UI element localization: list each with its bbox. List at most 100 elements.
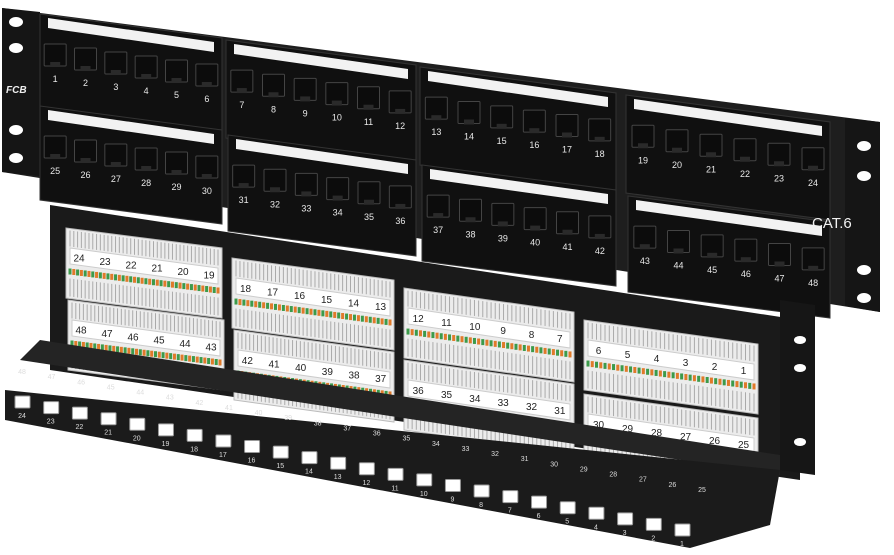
mount-hole: [9, 43, 23, 53]
port-number: 29: [171, 182, 181, 192]
rj45-port[interactable]: 34: [326, 177, 350, 218]
port-number: 26: [80, 170, 90, 180]
port-number: 20: [672, 160, 682, 170]
rj45-port[interactable]: 15: [490, 105, 514, 146]
punchdown-number: 44: [179, 339, 191, 350]
rj45-port[interactable]: 45: [700, 234, 724, 275]
port-number: 46: [741, 269, 751, 279]
rj45-port[interactable]: 43: [633, 225, 657, 266]
rj45-port[interactable]: 22: [733, 138, 757, 179]
rj45-port[interactable]: 17: [555, 114, 579, 155]
cable-slot: 13: [330, 456, 347, 481]
rj45-port[interactable]: 9: [293, 77, 317, 118]
slot-number: 32: [491, 451, 499, 458]
rj45-port[interactable]: 39: [491, 202, 515, 243]
rj45-port[interactable]: 6: [195, 63, 219, 104]
rj45-port[interactable]: 41: [556, 211, 579, 252]
punchdown-number: 43: [205, 342, 217, 353]
slot-number: 15: [276, 463, 284, 470]
mount-hole: [857, 265, 871, 275]
rj45-port[interactable]: 8: [262, 73, 285, 114]
rj45-port[interactable]: 18: [588, 118, 612, 159]
punchdown-number: 20: [177, 267, 189, 278]
rj45-port[interactable]: 37: [426, 194, 450, 235]
port-number: 3: [113, 82, 118, 92]
slot-number: 2: [651, 535, 655, 542]
punchdown-number: 5: [625, 350, 631, 361]
rj45-port[interactable]: 16: [522, 109, 546, 150]
punchdown-number: 26: [709, 436, 721, 447]
rj45-port[interactable]: 2: [74, 47, 97, 88]
punchdown-number: 17: [267, 288, 279, 299]
punchdown-number: 30: [593, 420, 605, 431]
rj45-port[interactable]: 40: [523, 207, 547, 248]
punchdown-number: 33: [498, 398, 510, 409]
rj45-port[interactable]: 1: [43, 43, 67, 84]
rj45-port[interactable]: 28: [134, 147, 158, 188]
rj45-port[interactable]: 35: [357, 181, 381, 222]
cable-slot: 16: [244, 440, 261, 465]
rj45-port[interactable]: 42: [588, 215, 612, 256]
punchdown-number: 13: [375, 302, 387, 313]
rj45-port[interactable]: 14: [457, 101, 481, 142]
slot-number: 6: [537, 513, 541, 520]
mount-hole: [794, 336, 806, 344]
rj45-port[interactable]: 29: [165, 151, 188, 192]
cable-slot: 21: [100, 412, 117, 437]
slot-number: 8: [479, 502, 483, 509]
slot-number: 19: [162, 441, 170, 448]
rj45-port[interactable]: 24: [801, 147, 825, 188]
rj45-port[interactable]: 48: [801, 247, 825, 288]
rj45-port[interactable]: 30: [195, 155, 219, 196]
rj45-port[interactable]: 13: [424, 96, 448, 137]
slot-number: 24: [18, 413, 26, 420]
punchdown-number: 11: [441, 318, 452, 329]
punchdown-number: 36: [413, 386, 425, 397]
slot-number: 35: [402, 436, 410, 443]
rj45-port[interactable]: 27: [104, 143, 128, 184]
rj45-port[interactable]: 33: [294, 172, 318, 213]
slot-number: 28: [609, 472, 617, 479]
port-number: 14: [464, 132, 474, 142]
rj45-port[interactable]: 12: [388, 90, 412, 131]
port-number: 16: [529, 140, 539, 150]
port-number: 34: [333, 208, 343, 218]
punchdown-number: 39: [322, 367, 334, 378]
rj45-port[interactable]: 4: [134, 55, 158, 96]
rj45-port[interactable]: 11: [357, 86, 380, 127]
rj45-port[interactable]: 44: [667, 230, 690, 271]
rj45-port[interactable]: 26: [74, 139, 97, 180]
rj45-port[interactable]: 19: [631, 124, 655, 165]
label-strip: [407, 379, 571, 421]
label-strip: [636, 200, 822, 236]
slot-number: 37: [343, 425, 351, 432]
rj45-port[interactable]: 25: [43, 135, 67, 176]
slot-number: 9: [450, 496, 454, 503]
slot-number: 47: [48, 374, 56, 381]
rj45-port[interactable]: 7: [230, 69, 254, 110]
rj45-port[interactable]: 20: [665, 129, 689, 170]
port-number: 8: [271, 104, 276, 114]
rj45-port[interactable]: 38: [459, 198, 482, 239]
slot-number: 4: [594, 524, 598, 531]
rj45-port[interactable]: 3: [104, 51, 128, 92]
rj45-port[interactable]: 36: [388, 185, 412, 226]
rj45-port[interactable]: 31: [232, 164, 256, 205]
rj45-port[interactable]: 21: [699, 133, 723, 174]
punchdown-number: 28: [651, 428, 663, 439]
slot-number: 12: [362, 480, 370, 487]
rj45-port[interactable]: 23: [767, 142, 791, 183]
label-strip: [237, 349, 391, 389]
rj45-port[interactable]: 10: [325, 82, 349, 123]
punchdown-number: 18: [240, 284, 252, 295]
rj45-port[interactable]: 46: [734, 238, 758, 279]
rj45-port[interactable]: 32: [263, 168, 287, 209]
punchdown-number: 16: [294, 291, 306, 302]
cable-slot: 15: [272, 445, 289, 470]
punchdown-number: 35: [441, 390, 453, 401]
rj45-port[interactable]: 5: [165, 59, 188, 100]
punchdown-number: 45: [153, 336, 165, 347]
rj45-port[interactable]: 47: [768, 243, 791, 284]
slot-number: 31: [521, 456, 529, 463]
